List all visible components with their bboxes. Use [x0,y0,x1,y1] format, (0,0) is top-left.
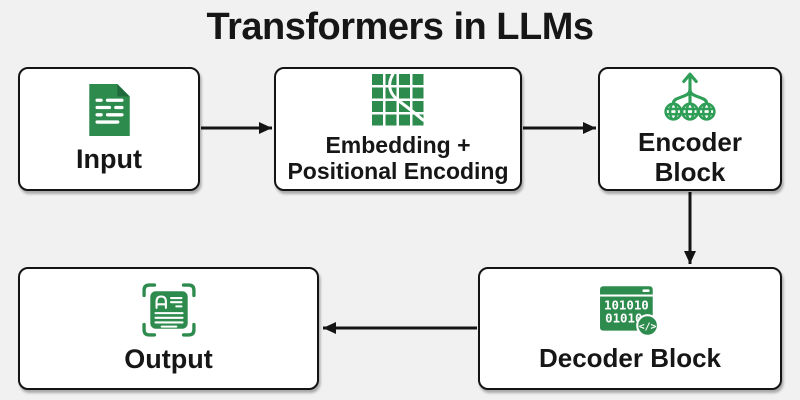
scanned-text-document-icon [141,283,196,337]
node-label-decoder: Decoder Block [538,343,722,374]
node-label-input: Input [76,144,142,175]
binary-code-window-icon: 101010 01010 </> [600,286,659,338]
node-label-encoder-line1: Encoder [637,127,743,158]
svg-text:01010: 01010 [605,311,642,326]
svg-text:</>: </> [639,322,657,333]
diagram-title: Transformers in LLMs [206,6,594,48]
node-label-embedding-line2: Positional Encoding [287,157,509,184]
svg-text:101010: 101010 [604,298,649,313]
node-label-encoder-line2: Block [654,156,726,187]
node-label-embedding-line1: Embedding + [325,131,471,158]
node-output: Output [18,267,319,390]
node-input: Input [18,67,200,191]
node-encoder-block: Encoder Block [598,67,782,191]
multihead-merge-arrow-icon [664,73,716,122]
node-decoder-block: 101010 01010 </> Decoder Block [478,267,782,390]
node-embedding-positional-encoding: Embedding + Positional Encoding [274,67,522,191]
document-icon [89,84,130,137]
node-label-output: Output [124,343,213,374]
embedding-grid-sine-icon [372,73,424,126]
